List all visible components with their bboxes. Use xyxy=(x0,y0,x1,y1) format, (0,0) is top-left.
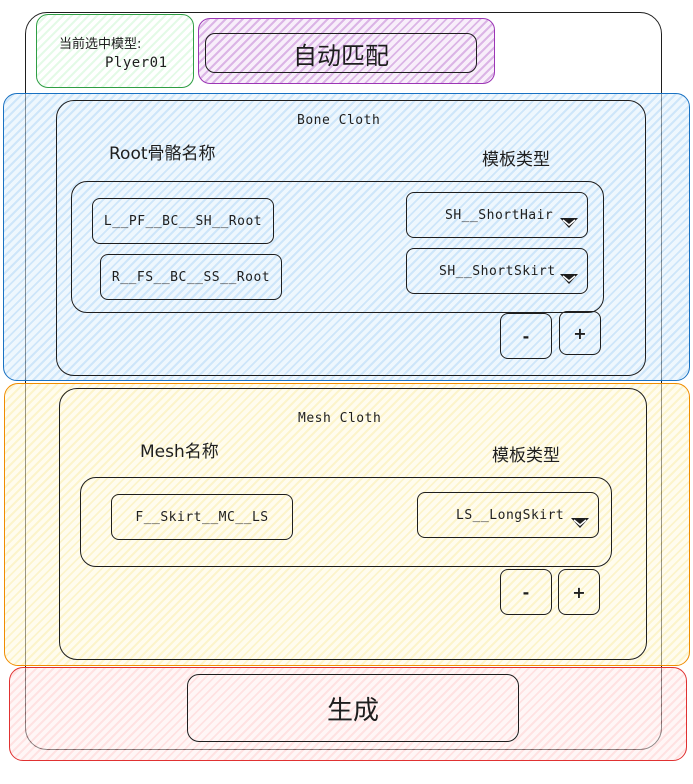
bone-root-field[interactable]: R__FS__BC__SS__Root xyxy=(100,254,282,300)
bone-root-value: R__FS__BC__SS__Root xyxy=(111,269,271,285)
add-label: + xyxy=(572,582,586,602)
bone-template-value: SH__ShortSkirt xyxy=(439,263,556,279)
mesh-column-label: Mesh名称 xyxy=(140,442,219,462)
auto-match-panel: 自动匹配 xyxy=(198,18,495,84)
bone-template-dropdown[interactable]: SH__ShortSkirt xyxy=(406,248,588,294)
chevron-down-icon xyxy=(560,274,578,284)
current-model-panel: 当前选中模型: Plyer01 xyxy=(36,14,194,88)
mesh-name-value: F__Skirt__MC__LS xyxy=(135,509,269,525)
bone-template-column-label: 模板类型 xyxy=(482,150,550,170)
generate-section: 生成 xyxy=(9,667,687,761)
mesh-template-column-label: 模板类型 xyxy=(492,446,560,466)
bone-remove-button[interactable]: - xyxy=(500,313,552,359)
mesh-cloth-panel: Mesh Cloth Mesh名称 模板类型 F__Skirt__MC__LS … xyxy=(59,388,647,660)
chevron-down-icon xyxy=(560,218,578,228)
bone-add-button[interactable]: + xyxy=(559,311,601,355)
auto-match-button[interactable]: 自动匹配 xyxy=(205,33,477,73)
current-model-value: Plyer01 xyxy=(105,55,168,71)
bone-cloth-panel: Bone Cloth Root骨骼名称 模板类型 L__PF__BC__SH__… xyxy=(56,100,646,376)
bone-cloth-list: L__PF__BC__SH__Root R__FS__BC__SS__Root … xyxy=(71,181,604,313)
bone-template-dropdown[interactable]: SH__ShortHair xyxy=(406,192,588,238)
chevron-down-icon xyxy=(571,518,589,528)
root-bone-column-label: Root骨骼名称 xyxy=(109,144,216,164)
remove-label: - xyxy=(522,326,530,346)
mesh-name-field[interactable]: F__Skirt__MC__LS xyxy=(111,494,293,540)
bone-cloth-title: Bone Cloth xyxy=(297,113,381,128)
generate-label: 生成 xyxy=(326,695,379,726)
auto-match-label: 自动匹配 xyxy=(293,41,389,70)
mesh-template-value: LS__LongSkirt xyxy=(456,507,565,523)
mesh-cloth-title: Mesh Cloth xyxy=(298,411,382,426)
bone-root-field[interactable]: L__PF__BC__SH__Root xyxy=(92,198,274,244)
mesh-cloth-section: Mesh Cloth Mesh名称 模板类型 F__Skirt__MC__LS … xyxy=(4,383,690,666)
mesh-remove-button[interactable]: - xyxy=(500,569,552,615)
mesh-template-dropdown[interactable]: LS__LongSkirt xyxy=(417,492,599,538)
generate-button[interactable]: 生成 xyxy=(187,674,519,742)
bone-cloth-section: Bone Cloth Root骨骼名称 模板类型 L__PF__BC__SH__… xyxy=(3,93,690,381)
mesh-cloth-list: F__Skirt__MC__LS LS__LongSkirt xyxy=(80,477,612,567)
mesh-add-button[interactable]: + xyxy=(558,569,600,615)
current-model-label: 当前选中模型: xyxy=(59,37,142,52)
bone-template-value: SH__ShortHair xyxy=(445,207,554,223)
remove-label: - xyxy=(522,582,530,602)
add-label: + xyxy=(573,323,587,343)
bone-root-value: L__PF__BC__SH__Root xyxy=(103,213,263,229)
